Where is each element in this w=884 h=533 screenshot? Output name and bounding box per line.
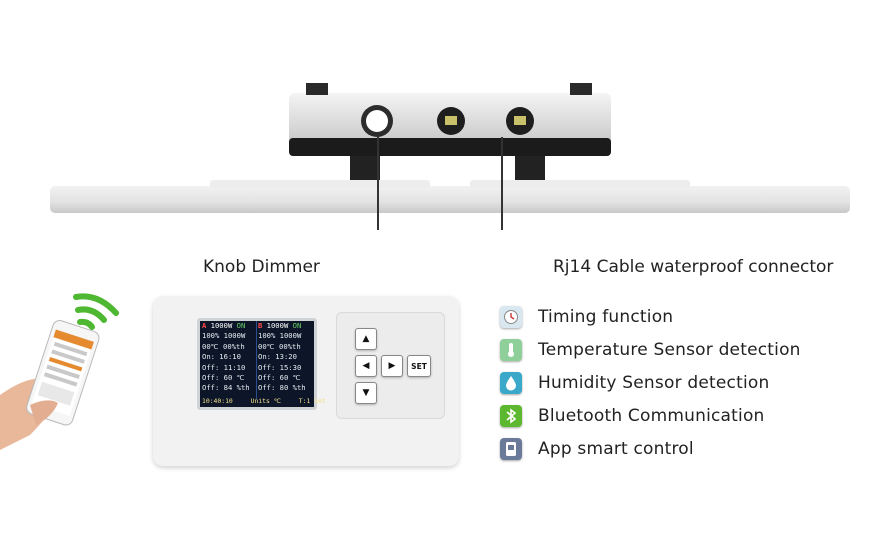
down-button[interactable]: ▼ — [355, 382, 377, 404]
status-units: Units ℃ — [250, 397, 281, 405]
screen-status-bar: 10:40:10 Units ℃ T:1 Set — [202, 396, 326, 406]
channel-a-panel: A 1000W ON 100% 1000W 00℃ 00%th On: 16:1… — [202, 321, 258, 394]
thermometer-icon — [500, 339, 522, 361]
clock-icon — [500, 306, 522, 328]
channel-b-header: B 1000W ON — [258, 321, 314, 331]
up-button[interactable]: ▲ — [355, 328, 377, 350]
bluetooth-icon — [500, 405, 522, 427]
knob-dimmer-label: Knob Dimmer — [203, 257, 320, 277]
screen-divider — [256, 321, 257, 399]
feature-temperature: Temperature Sensor detection — [500, 335, 801, 365]
channel-b-letter: B — [258, 321, 263, 330]
left-button[interactable]: ◀ — [355, 355, 377, 377]
channel-a-line: 00℃ 00%th — [202, 341, 245, 351]
set-button[interactable]: SET — [407, 355, 431, 377]
channel-b-panel: B 1000W ON 100% 1000W 00℃ 00%th On: 13:2… — [258, 321, 314, 394]
feature-humidity: Humidity Sensor detection — [500, 368, 769, 398]
feature-app: App smart control — [500, 434, 694, 464]
app-icon — [500, 438, 522, 460]
status-time: 10:40:10 — [202, 397, 233, 405]
feature-label: Timing function — [538, 307, 674, 327]
dimmer-controller: A 1000W ON 100% 1000W 00℃ 00%th On: 16:1… — [153, 296, 459, 466]
channel-a-letter: A — [202, 321, 207, 330]
light-fixture-image — [50, 83, 850, 230]
channel-a-line: 100% 1000W — [202, 331, 246, 341]
channel-a-power: 1000W — [210, 321, 233, 330]
channel-b-line: On: 13:20 — [258, 352, 297, 362]
channel-a-line: On: 16:10 — [202, 352, 241, 362]
channel-a-state: ON — [236, 321, 246, 330]
channel-a-line: Off: 60 ℃ — [202, 373, 245, 383]
controller-keypad: ▲ ◀ ▶ SET ▼ — [336, 312, 445, 419]
feature-label: App smart control — [538, 439, 694, 459]
feature-timing: Timing function — [500, 302, 673, 332]
droplet-icon — [500, 372, 522, 394]
channel-b-line: Off: 80 %th — [258, 383, 306, 393]
channel-b-line: Off: 60 ℃ — [258, 373, 301, 383]
channel-b-state: ON — [292, 321, 302, 330]
channel-b-line: 00℃ 00%th — [258, 341, 301, 351]
wifi-icon — [73, 293, 119, 330]
channel-b-line: 100% 1000W — [258, 331, 302, 341]
channel-a-header: A 1000W ON — [202, 321, 258, 331]
feature-label: Temperature Sensor detection — [538, 340, 801, 360]
channel-a-line: Off: 84 %th — [202, 383, 250, 393]
feature-label: Humidity Sensor detection — [538, 373, 770, 393]
channel-b-line: Off: 15:30 — [258, 362, 302, 372]
smartphone-app-image — [0, 293, 119, 450]
rj14-connector-label: Rj14 Cable waterproof connector — [553, 257, 834, 277]
channel-b-power: 1000W — [266, 321, 289, 330]
feature-bluetooth: Bluetooth Communication — [500, 401, 765, 431]
channel-a-line: Off: 11:10 — [202, 362, 246, 372]
feature-label: Bluetooth Communication — [538, 406, 765, 426]
status-set: T:1 Set — [298, 397, 326, 405]
controller-display: A 1000W ON 100% 1000W 00℃ 00%th On: 16:1… — [200, 321, 326, 407]
right-button[interactable]: ▶ — [381, 355, 403, 377]
